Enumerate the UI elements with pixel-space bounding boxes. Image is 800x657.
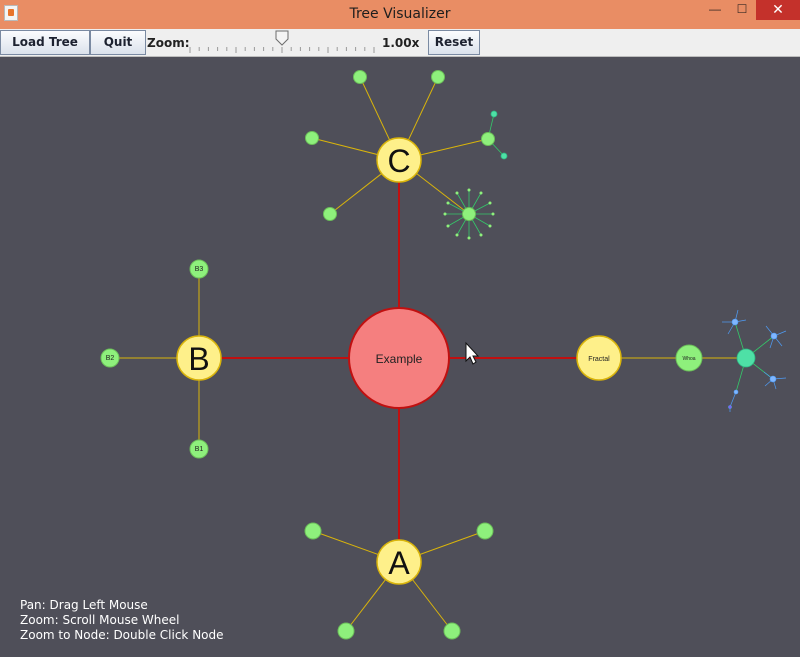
fractal-node[interactable] [770, 332, 778, 340]
help-text: Pan: Drag Left Mouse Zoom: Scroll Mouse … [20, 598, 224, 643]
leaf-node[interactable] [323, 207, 337, 221]
leaf-node[interactable] [305, 131, 319, 145]
branch-node-c[interactable]: C [376, 137, 422, 183]
leaf-node[interactable] [337, 622, 355, 640]
fractal-node[interactable] [490, 110, 498, 118]
fractal-node[interactable] [500, 152, 508, 160]
root-node-label: Example [376, 352, 423, 366]
help-zoom-node: Zoom to Node: Double Click Node [20, 628, 224, 642]
help-zoom: Zoom: Scroll Mouse Wheel [20, 613, 180, 627]
tree-canvas[interactable]: Example A B C Fractal [0, 57, 800, 657]
branch-node-b-label: B [188, 341, 209, 377]
leaf-node-b1[interactable] [189, 439, 209, 459]
leaf-node[interactable] [304, 522, 322, 540]
leaf-whoa-label: Whoa [682, 356, 695, 362]
title-bar: Tree Visualizer — ☐ ✕ [0, 0, 800, 29]
quit-button[interactable]: Quit [90, 30, 146, 55]
leaf-node-b3[interactable] [189, 259, 209, 279]
leaf-node[interactable] [443, 622, 461, 640]
leaf-b2-label: B2 [106, 355, 115, 362]
reset-button[interactable]: Reset [428, 30, 480, 55]
help-pan: Pan: Drag Left Mouse [20, 598, 148, 612]
branch-node-fractal-label: Fractal [588, 356, 610, 363]
leaf-b3-label: B3 [195, 266, 204, 273]
minimize-button[interactable]: — [709, 2, 721, 16]
fractal-node[interactable] [731, 318, 739, 326]
branch-node-fractal[interactable]: Fractal [576, 335, 622, 381]
leaf-node[interactable] [462, 207, 476, 221]
leaf-node[interactable] [431, 70, 445, 84]
leaf-node-whoa[interactable] [675, 344, 703, 372]
zoom-slider[interactable] [186, 30, 378, 54]
fractal-node[interactable] [769, 375, 777, 383]
branch-node-a[interactable]: A [376, 539, 422, 585]
nodes: Example A B C Fractal [100, 70, 778, 640]
mouse-cursor-icon [465, 341, 480, 365]
java-app-icon [4, 5, 18, 21]
window-title: Tree Visualizer [349, 6, 451, 22]
leaf-node[interactable] [353, 70, 367, 84]
zoom-label: Zoom: [147, 36, 190, 50]
load-tree-button[interactable]: Load Tree [0, 30, 90, 55]
branch-node-c-label: C [387, 143, 410, 179]
fractal-node[interactable] [733, 389, 739, 395]
zoom-slider-thumb[interactable] [275, 30, 289, 46]
branch-node-a-label: A [388, 545, 410, 581]
leaf-node-b2[interactable] [100, 348, 120, 368]
maximize-button[interactable]: ☐ [736, 2, 748, 16]
branch-node-b[interactable]: B [176, 335, 222, 381]
root-node[interactable]: Example [348, 307, 450, 409]
zoom-value: 1.00x [382, 36, 420, 50]
toolbar: Load Tree Quit Zoom: 1.00x Reset [0, 29, 800, 57]
leaf-node[interactable] [481, 132, 495, 146]
fractal-node[interactable] [736, 348, 756, 368]
leaf-b1-label: B1 [195, 446, 204, 453]
close-button[interactable]: ✕ [756, 0, 800, 20]
leaf-node[interactable] [476, 522, 494, 540]
